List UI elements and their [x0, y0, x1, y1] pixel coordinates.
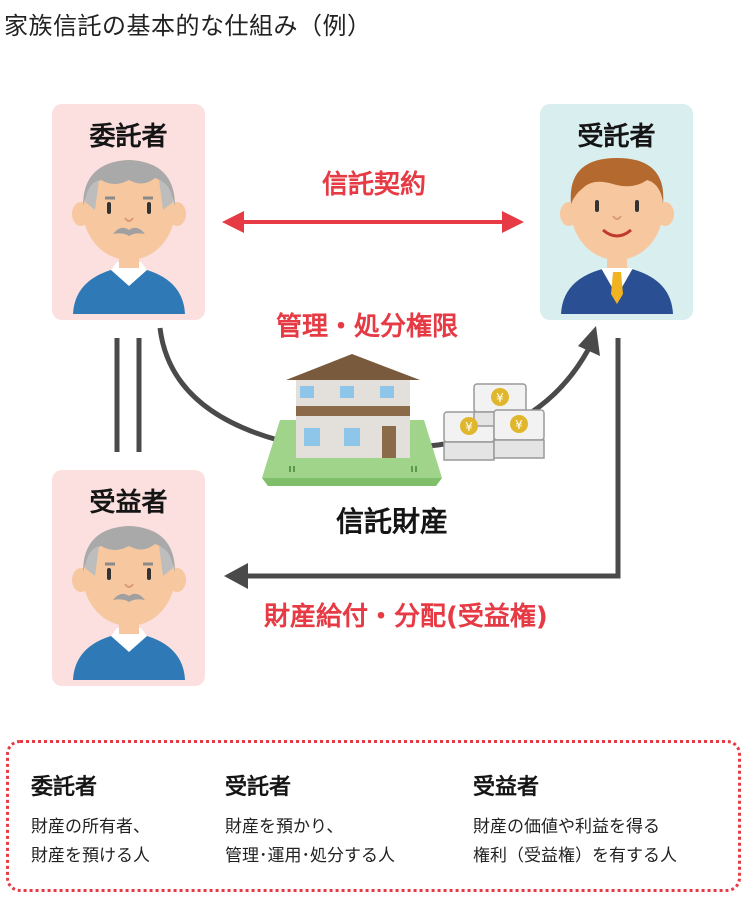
svg-text:¥: ¥: [515, 418, 523, 432]
svg-text:¥: ¥: [496, 391, 504, 405]
equal-sign-connector: [114, 338, 142, 452]
legend-term: 委託者: [31, 775, 98, 800]
legend-box: 委託者 財産の所有者、 財産を預ける人 受託者 財産を預かり、 管理･運用･処分…: [6, 740, 741, 892]
settlor-label: 委託者: [89, 122, 168, 152]
management-authority-label: 管理・処分権限: [276, 312, 459, 342]
legend-desc-line: 権利（受益権）を有する人: [473, 846, 677, 866]
contract-arrow: [222, 211, 524, 233]
legend-desc-line: 財産を預かり、: [225, 817, 344, 837]
legend-settlor: 委託者 財産の所有者、 財産を預ける人: [31, 769, 150, 871]
legend-desc-line: 財産の所有者、: [31, 817, 150, 837]
legend-term: 受益者: [473, 775, 540, 800]
entrust-curve: [157, 327, 279, 443]
legend-desc-line: 財産の価値や利益を得る: [473, 817, 660, 837]
house-icon: [262, 354, 442, 486]
settlor-card: 委託者: [52, 104, 205, 320]
businessman-icon: [560, 158, 674, 314]
svg-text:¥: ¥: [465, 420, 473, 434]
trustee-card: 受託者: [540, 104, 693, 320]
trust-contract-label: 信託契約: [322, 170, 427, 200]
legend-term: 受託者: [225, 775, 292, 800]
legend-desc-line: 財産を預ける人: [31, 846, 150, 866]
beneficiary-card: 受益者: [52, 470, 205, 686]
distribution-arrowhead: [224, 563, 248, 589]
elderly-man-icon: [72, 526, 186, 680]
diagram-connectors: ¥ ¥ ¥: [114, 211, 621, 589]
elderly-man-icon: [72, 160, 186, 314]
trust-property-label: 信託財産: [336, 505, 449, 538]
legend-beneficiary: 受益者 財産の価値や利益を得る 権利（受益権）を有する人: [473, 769, 677, 871]
distribution-label: 財産給付・分配(受益権): [264, 602, 548, 632]
transfer-arrowhead: [578, 326, 600, 356]
trustee-label: 受託者: [577, 122, 656, 152]
cash-bundles-icon: ¥ ¥ ¥: [443, 383, 545, 461]
legend-trustee: 受託者 財産を預かり、 管理･運用･処分する人: [225, 769, 395, 871]
beneficiary-label: 受益者: [89, 488, 168, 518]
legend-desc-line: 管理･運用･処分する人: [225, 846, 395, 866]
page-title: 家族信託の基本的な仕組み（例）: [4, 12, 372, 40]
distribution-line: [246, 338, 621, 579]
